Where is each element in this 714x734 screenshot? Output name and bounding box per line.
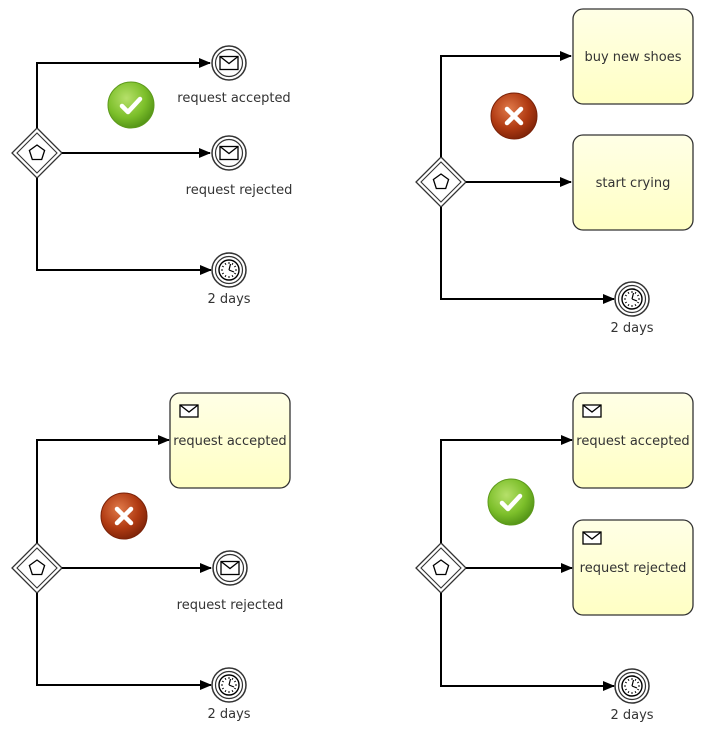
receive-task: request accepted xyxy=(169,392,291,489)
timer-event xyxy=(614,281,650,317)
timer-event xyxy=(614,668,650,704)
gateway xyxy=(415,156,467,208)
valid-badge xyxy=(107,81,155,129)
example-2: buy new shoes start crying 2 days xyxy=(415,8,694,336)
event-label: 2 days xyxy=(207,292,250,307)
event-label: 2 days xyxy=(207,707,250,722)
checkmark-icon xyxy=(499,493,523,512)
task: start crying xyxy=(572,134,694,231)
envelope-icon xyxy=(582,404,602,418)
sequence-flow xyxy=(440,435,573,543)
envelope-icon xyxy=(219,145,239,161)
x-icon xyxy=(504,106,524,126)
clock-icon xyxy=(621,675,643,697)
timer-event xyxy=(211,667,247,703)
x-icon xyxy=(114,506,134,526)
invalid-badge xyxy=(100,492,148,540)
example-1: request accepted request rejected 2 days xyxy=(11,45,293,307)
event-label: 2 days xyxy=(610,708,653,723)
task-label: request rejected xyxy=(580,561,687,576)
gateway xyxy=(11,127,63,179)
receive-task: request accepted xyxy=(572,392,694,489)
timer-event xyxy=(211,252,247,288)
gateway xyxy=(11,542,63,594)
event-label: request rejected xyxy=(186,183,293,198)
checkmark-icon xyxy=(119,96,143,115)
task-label: request accepted xyxy=(173,434,286,449)
envelope-icon xyxy=(219,55,239,71)
receive-task: request rejected xyxy=(572,519,694,616)
event-label: request rejected xyxy=(177,598,284,613)
event-label: 2 days xyxy=(610,321,653,336)
message-event xyxy=(211,45,247,81)
sequence-flow xyxy=(440,593,615,691)
invalid-badge xyxy=(490,92,538,140)
envelope-icon xyxy=(220,560,240,576)
sequence-flow xyxy=(36,593,212,690)
message-event xyxy=(212,550,248,586)
valid-badge xyxy=(487,478,535,526)
sequence-flow xyxy=(440,51,572,157)
task-label: start crying xyxy=(596,176,671,191)
sequence-flow xyxy=(440,207,615,304)
envelope-icon xyxy=(179,404,199,418)
task-label: request accepted xyxy=(576,434,689,449)
event-label: request accepted xyxy=(177,91,290,106)
sequence-flow xyxy=(36,58,211,128)
clock-icon xyxy=(621,288,643,310)
message-event xyxy=(211,135,247,171)
clock-icon xyxy=(218,259,240,281)
sequence-flow xyxy=(36,178,212,275)
gateway xyxy=(415,542,467,594)
example-4: request accepted request rejected 2 days xyxy=(415,392,694,723)
clock-icon xyxy=(218,674,240,696)
sequence-flow xyxy=(36,435,170,543)
task-label: buy new shoes xyxy=(584,50,681,65)
task: buy new shoes xyxy=(572,8,694,105)
example-3: request accepted request rejected 2 days xyxy=(11,392,291,722)
envelope-icon xyxy=(582,531,602,545)
